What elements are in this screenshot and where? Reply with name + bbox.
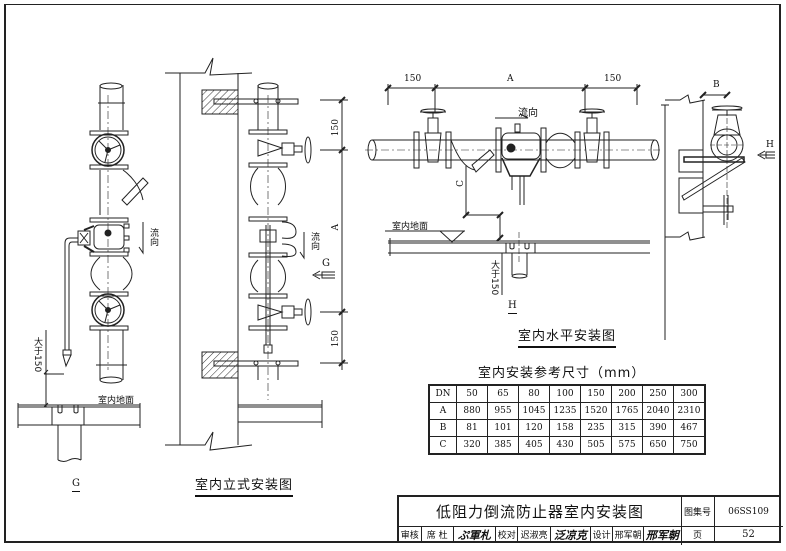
row-header-cell: A: [428, 402, 457, 420]
table-cell: 467: [673, 419, 706, 437]
check-name: 迟淑亮: [518, 526, 551, 543]
table-cell: 385: [487, 436, 519, 455]
dim-150-left: 150: [404, 74, 422, 84]
design-name: 邢军朝: [613, 526, 644, 543]
table-cell: 390: [642, 419, 674, 437]
horizontal-view-caption: 室内水平安装图: [518, 325, 617, 348]
dim-a-horizontal: A: [507, 74, 514, 84]
row-header-cell: B: [428, 419, 457, 437]
horizontal-install-view: [365, 84, 669, 340]
table-cell: 120: [518, 419, 550, 437]
table-cell: 2310: [673, 402, 706, 420]
signature-row: 审核 席 杜 ぷ軍札 校对 迟淑亮 泛凉克 设计 邢军朝 邢军朝: [399, 526, 682, 545]
table-cell: 200: [611, 384, 643, 403]
review-signature: ぷ軍札: [454, 526, 496, 543]
table-cell: 880: [456, 402, 488, 420]
table-cell: 750: [673, 436, 706, 455]
side-view-h: [665, 91, 775, 241]
dim-a-vertical: A: [331, 224, 341, 231]
row-header-cell: C: [428, 436, 457, 455]
table-cell: 1520: [580, 402, 612, 420]
flow-label-middle: 流向: [309, 232, 319, 250]
table-cell: 101: [487, 419, 519, 437]
dim-c: C: [456, 180, 466, 187]
section-g-view: [17, 82, 149, 462]
drawing-title: 低阻力倒流防止器室内安装图: [399, 497, 682, 527]
table-cell: 300: [673, 384, 706, 403]
vertical-install-view: [165, 57, 348, 451]
table-cell: 65: [487, 384, 519, 403]
vertical-view-caption: 室内立式安装图: [195, 474, 294, 497]
table-cell: 430: [549, 436, 581, 455]
dim-150-top: 150: [331, 119, 341, 137]
table-cell: 955: [487, 402, 519, 420]
dim-gt150-left: 大于150: [32, 337, 42, 373]
page-label: 页: [681, 526, 715, 543]
design-label: 设计: [591, 526, 614, 543]
table-cell: 250: [642, 384, 674, 403]
design-signature: 邢军朝: [645, 528, 679, 542]
table-cell: 80: [518, 384, 550, 403]
table-cell: 158: [549, 419, 581, 437]
table-cell: 100: [549, 384, 581, 403]
table-cell: 235: [580, 419, 612, 437]
drawing-frame: [4, 4, 781, 543]
page-number: 52: [742, 529, 755, 540]
table-cell: 1765: [611, 402, 643, 420]
table-cell: 320: [456, 436, 488, 455]
floor-label-horizontal: 室内地面: [392, 222, 429, 232]
floor-label-left: 室内地面: [98, 396, 135, 406]
check-label: 校对: [496, 526, 519, 543]
table-cell: 505: [580, 436, 612, 455]
title-block: 低阻力倒流防止器室内安装图 图集号 06SS109 审核 席 杜 ぷ軍札 校对 …: [397, 495, 783, 545]
table-cell: 1235: [549, 402, 581, 420]
dim-gt150-horizontal: 大于150: [489, 260, 499, 296]
table-cell: 150: [580, 384, 612, 403]
dim-b: B: [713, 80, 720, 90]
table-cell: 50: [456, 384, 488, 403]
arrow-g-label: G: [322, 258, 330, 269]
table-cell: 1045: [518, 402, 550, 420]
flow-label-horizontal: 流向: [518, 108, 538, 119]
table-title: 室内安装参考尺寸（mm）: [478, 366, 646, 381]
table-cell: 650: [642, 436, 674, 455]
table-cell: 315: [611, 419, 643, 437]
row-header-cell: DN: [428, 384, 457, 403]
section-mark-h: H: [508, 300, 517, 314]
dim-150-right: 150: [604, 74, 622, 84]
table-cell: 405: [518, 436, 550, 455]
arrow-h-label: H: [766, 140, 774, 150]
review-label: 审核: [399, 526, 422, 543]
dim-150-bottom: 150: [331, 330, 341, 348]
atlas-label: 图集号: [681, 497, 715, 527]
atlas-number: 06SS109: [714, 497, 783, 527]
check-signature: 泛凉克: [551, 526, 591, 543]
table-cell: 2040: [642, 402, 674, 420]
table-cell: 81: [456, 419, 488, 437]
section-mark-g: G: [72, 478, 80, 492]
table-cell: 575: [611, 436, 643, 455]
flow-label-left: 流向: [148, 228, 158, 246]
review-name: 席 杜: [422, 526, 454, 543]
